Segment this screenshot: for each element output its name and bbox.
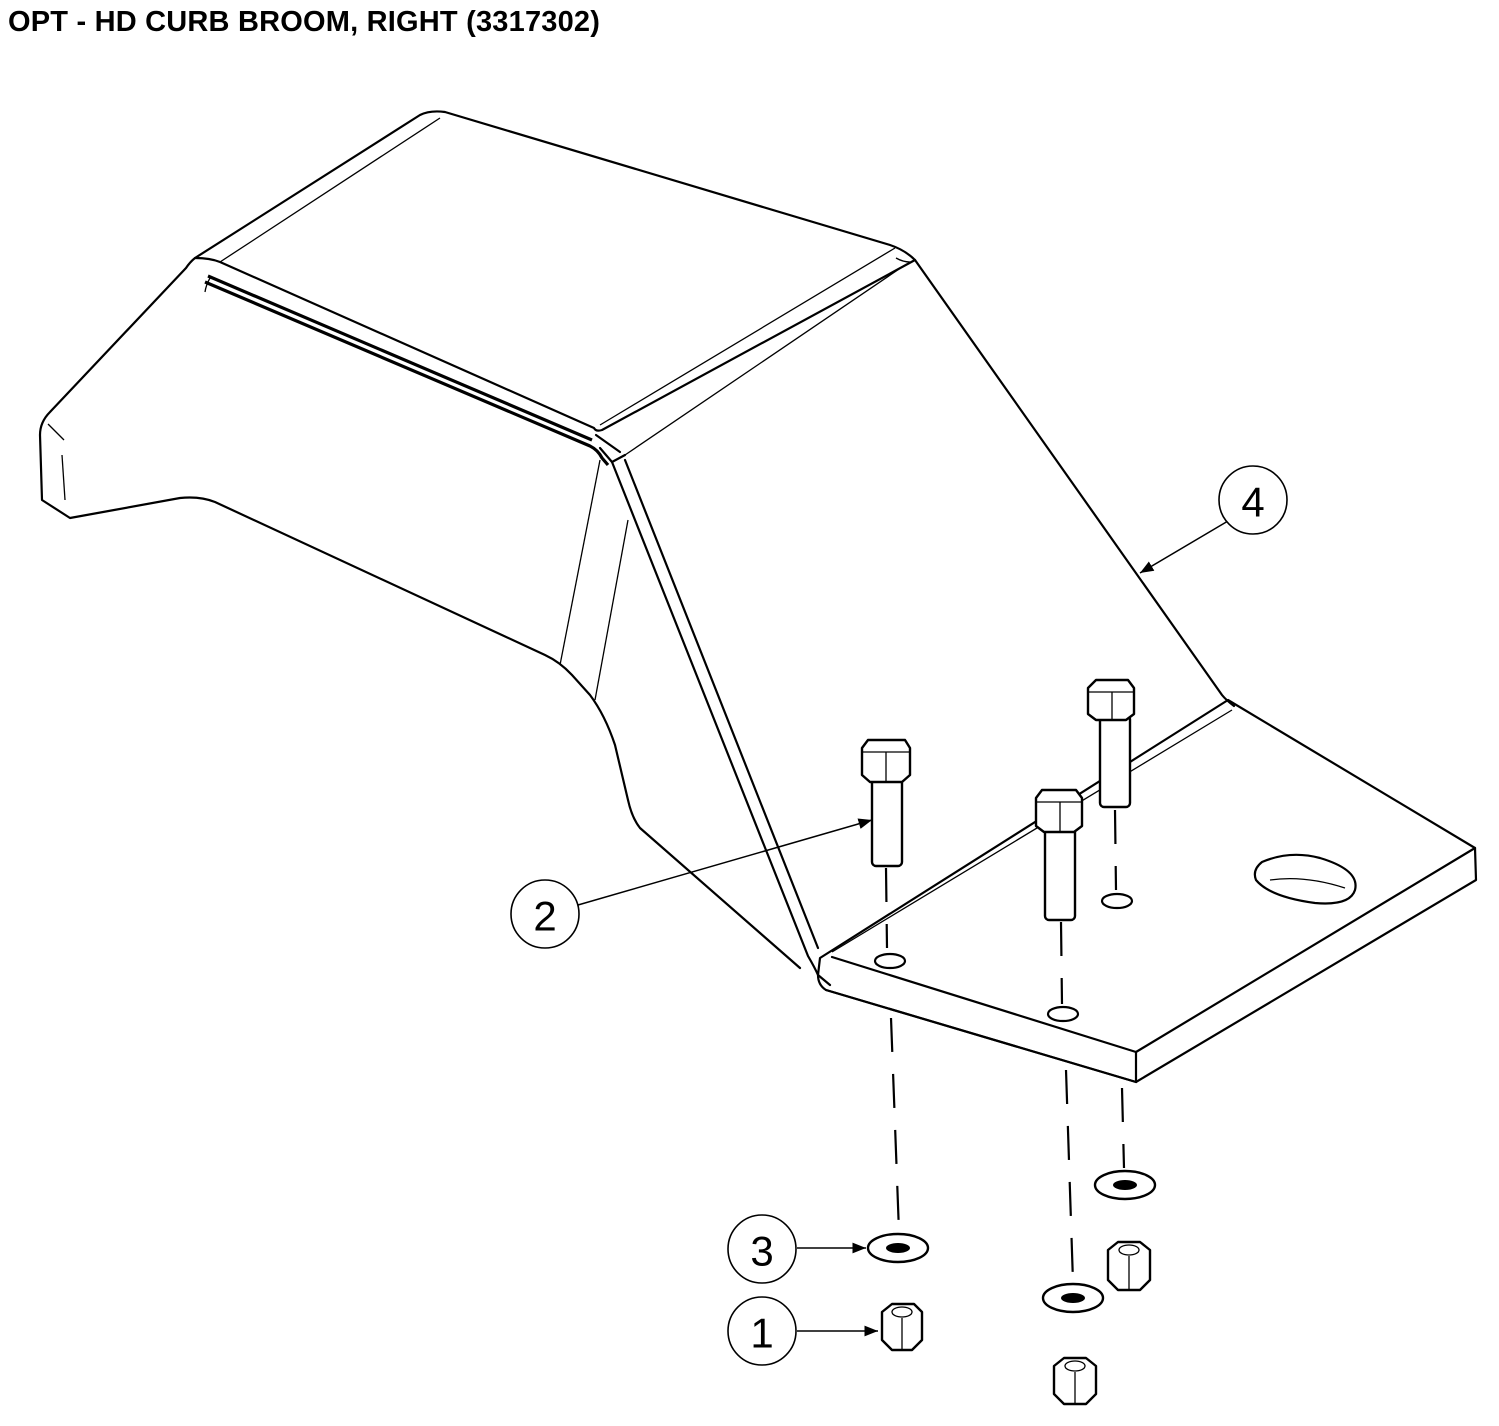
callout-3-label: 3 [750, 1228, 773, 1275]
callout-2: 2 [510, 879, 580, 949]
callout-1: 1 [727, 1296, 797, 1366]
callout-2-label: 2 [533, 893, 556, 940]
page-title: OPT - HD CURB BROOM, RIGHT (3317302) [8, 6, 601, 38]
callout-4: 4 [1218, 465, 1288, 535]
center-lines [884, 809, 1126, 1283]
bolt-icon [860, 678, 1136, 922]
leader-lines [577, 520, 1229, 1337]
washer-icon [866, 1169, 1157, 1314]
bracket-icon [38, 110, 1478, 1084]
callout-4-label: 4 [1241, 479, 1264, 526]
callout-3: 3 [727, 1214, 797, 1284]
nut-icon [880, 1240, 1152, 1406]
callout-1-label: 1 [750, 1310, 773, 1357]
